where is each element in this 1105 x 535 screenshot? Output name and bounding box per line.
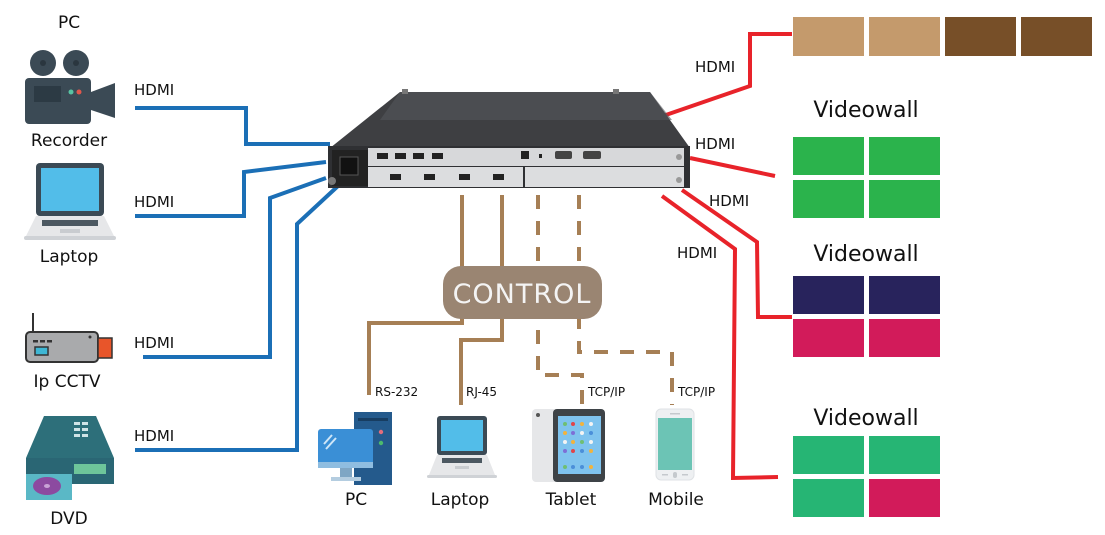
- laptop-icon: [427, 416, 497, 478]
- videowall-4: [793, 436, 940, 517]
- input-ipcctv: Ip CCTV HDMI: [25, 313, 174, 392]
- desktop-pc-icon: [318, 412, 392, 485]
- input-recorder-label: Recorder: [31, 131, 107, 151]
- output-wall-3-link-label: HDMI: [709, 192, 749, 210]
- videowall-2: [793, 137, 940, 218]
- videowall-tile: [869, 319, 940, 357]
- videowall-tile: [869, 436, 940, 474]
- control-client-mobile-link-label: TCP/IP: [677, 385, 715, 399]
- videowall-1: [793, 17, 1092, 56]
- control-client-mobile-label: Mobile: [648, 490, 704, 510]
- input-dvd-link-label: HDMI: [134, 427, 174, 445]
- input-recorder-link-label: HDMI: [134, 81, 174, 99]
- control-client-laptop-label: Laptop: [431, 490, 490, 510]
- mobile-phone-icon: [655, 408, 695, 481]
- videowall-tile: [869, 137, 940, 175]
- dvd-player-icon: [26, 416, 114, 500]
- control-client-tablet-link-label: TCP/IP: [587, 385, 625, 399]
- output-line-wall-4: [660, 194, 779, 481]
- control-client-pc: RS-232 PC: [318, 385, 418, 510]
- input-dvd: DVD HDMI: [26, 416, 174, 529]
- output-line-wall-3: [680, 188, 792, 319]
- videowall-tile: [793, 17, 864, 56]
- output-wall-1-link-label: HDMI: [695, 58, 735, 76]
- control-client-tablet: TCP/IP Tablet: [532, 385, 625, 510]
- input-ipcctv-label: Ip CCTV: [34, 372, 101, 392]
- output-line-wall-1: [659, 32, 792, 119]
- videowall-tile: [1021, 17, 1092, 56]
- input-laptop-link-label: HDMI: [134, 193, 174, 211]
- videowall-tile: [793, 436, 864, 474]
- videowall-tile: [793, 137, 864, 175]
- videowall-tile: [869, 17, 940, 56]
- control-line-tablet: [536, 330, 584, 405]
- input-ipcctv-link-label: HDMI: [134, 334, 174, 352]
- videowall-tile: [793, 276, 864, 314]
- input-recorder-top-label: PC: [58, 13, 80, 33]
- videowall-tile: [945, 17, 1016, 56]
- control-client-laptop-link-label: RJ-45: [466, 385, 497, 399]
- input-line-recorder: [135, 106, 330, 146]
- control-line-rj45: [459, 315, 504, 405]
- input-recorder: PC Recorder HDMI: [25, 13, 174, 151]
- control-client-pc-label: PC: [345, 490, 367, 510]
- control-label: CONTROL: [453, 279, 592, 310]
- input-dvd-label: DVD: [50, 509, 88, 529]
- videowall-tile: [793, 180, 864, 218]
- control-badge: CONTROL: [443, 266, 602, 319]
- input-line-dvd: [135, 184, 340, 452]
- tablet-icon: [532, 409, 605, 482]
- control-client-laptop: RJ-45 Laptop: [427, 385, 497, 510]
- videowall-tile: [793, 479, 864, 517]
- output-connections: [659, 32, 792, 481]
- control-client-tablet-label: Tablet: [545, 490, 597, 510]
- video-camera-icon: [25, 50, 115, 124]
- output-line-wall-2: [689, 156, 776, 178]
- videowall-3: [793, 276, 940, 357]
- output-wall-3-title: Videowall: [813, 242, 918, 267]
- control-client-mobile: TCP/IP Mobile: [648, 385, 715, 510]
- videowall-tile: [869, 479, 940, 517]
- videowall-tile: [869, 276, 940, 314]
- output-wall-2-title: Videowall: [813, 98, 918, 123]
- input-line-laptop: [135, 160, 327, 218]
- control-client-pc-link-label: RS-232: [375, 385, 418, 399]
- laptop-icon: [24, 163, 116, 240]
- rack-device-icon: [328, 89, 690, 188]
- output-wall-2-link-label: HDMI: [695, 135, 735, 153]
- input-line-ipcctv: [143, 176, 327, 359]
- output-wall-4-link-label: HDMI: [677, 244, 717, 262]
- input-connections: [135, 106, 340, 452]
- input-laptop: Laptop HDMI: [24, 163, 174, 267]
- input-laptop-label: Laptop: [40, 247, 99, 267]
- videowalls: [793, 17, 1092, 517]
- cctv-camera-icon: [25, 313, 113, 363]
- control-line-mobile: [577, 315, 674, 405]
- output-wall-4-title: Videowall: [813, 406, 918, 431]
- control-line-rs232: [367, 315, 464, 395]
- videowall-tile: [793, 319, 864, 357]
- videowall-tile: [869, 180, 940, 218]
